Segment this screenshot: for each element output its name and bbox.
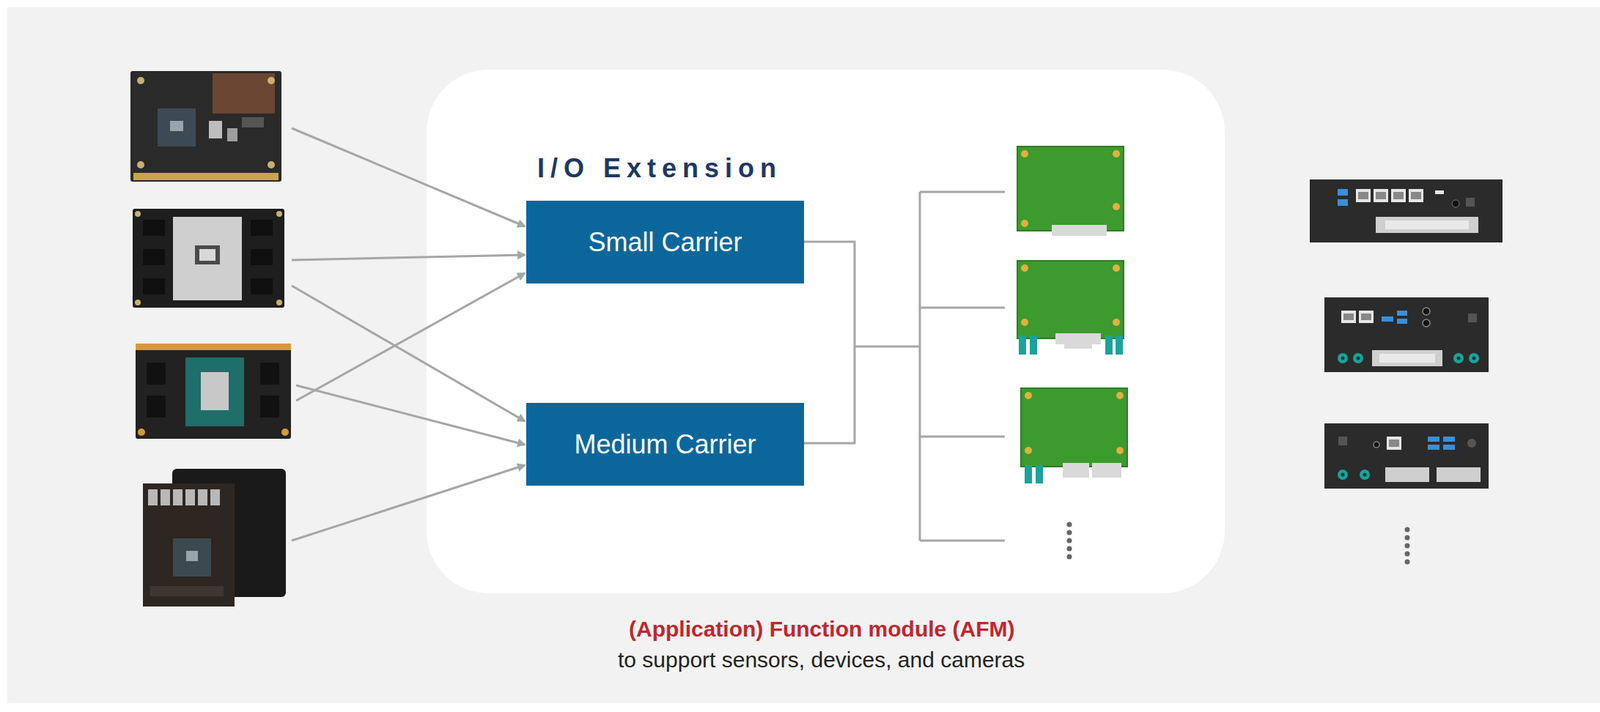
carrier-box: Medium Carrier [526,403,805,486]
function-module-board [1020,388,1128,484]
caption-text: to support sensors, devices, and cameras [617,647,1025,674]
box-label: Small Carrier [587,226,742,258]
compute-module [130,71,282,182]
function-module-board [1017,260,1124,355]
module-arrows [291,128,525,541]
extension-region: I/O ExtensionSmall CarrierMedium Carrier [426,69,1225,594]
carrier-box: Small Carrier [526,200,805,284]
product-enclosure [1309,179,1503,243]
continuation-dots [1067,522,1073,560]
continuation-dots [1405,527,1411,566]
product-enclosure [1324,423,1489,489]
compute-module [142,469,286,607]
background-panel [7,7,1600,704]
bracket-wires [804,192,1005,541]
compute-module [132,208,285,308]
caption-heading: (Application) Function module (AFM) [628,616,1016,643]
function-module-board [1017,146,1124,237]
compute-module [135,343,291,440]
product-enclosure [1324,297,1489,373]
box-label: Medium Carrier [573,428,756,461]
region-title: I/O Extension [537,152,783,184]
extension-region [426,69,1225,594]
